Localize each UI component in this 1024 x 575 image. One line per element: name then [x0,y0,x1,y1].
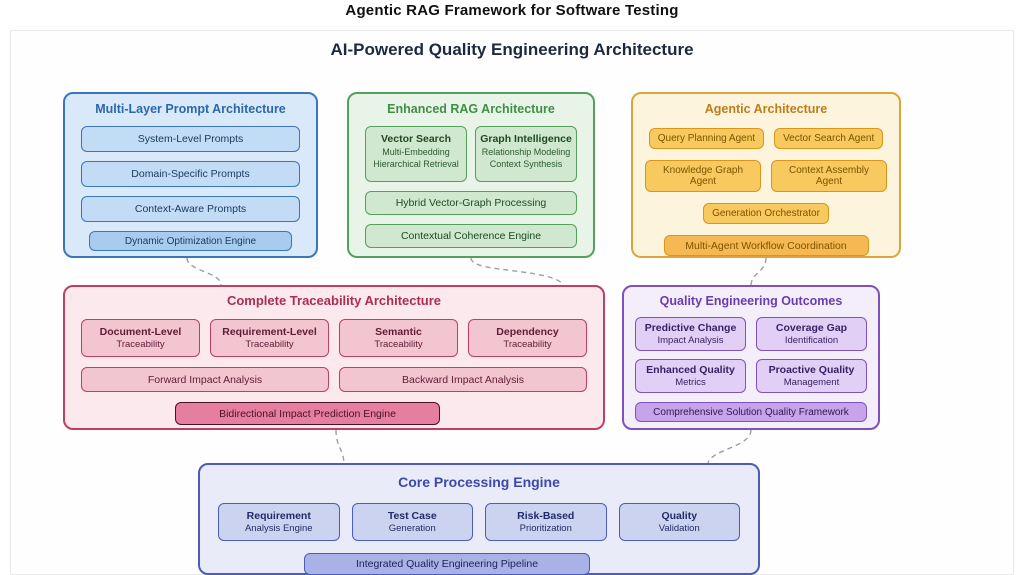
cell-title: Coverage Gap [775,321,848,334]
prompt-optimization-engine: Dynamic Optimization Engine [89,231,292,251]
traceability-cell-semantic: Semantic Traceability [339,319,458,357]
prompt-item-context-aware: Context-Aware Prompts [81,196,300,222]
outcome-coverage-gap: Coverage Gap Identification [756,317,867,351]
cell-title: Risk-Based [517,509,575,522]
panel-core-title: Core Processing Engine [398,474,560,490]
rag-graph-intelligence-card: Graph Intelligence Relationship Modeling… [475,126,577,182]
panel-prompt-architecture: Multi-Layer Prompt Architecture System-L… [63,92,318,258]
bidirectional-prediction-engine: Bidirectional Impact Prediction Engine [175,402,440,425]
vector-search-title: Vector Search [380,133,452,145]
core-cell-quality: Quality Validation [618,503,740,541]
panel-agentic-title: Agentic Architecture [704,102,828,116]
core-cell-requirement: Requirement Analysis Engine [218,503,340,541]
cell-sub: Traceability [503,338,552,350]
cell-sub: Validation [658,522,700,534]
agent-vector-search: Vector Search Agent [774,128,884,149]
vector-search-line2: Hierarchical Retrieval [373,159,459,169]
panel-outcomes-title: Quality Engineering Outcomes [659,294,843,308]
cell-title: Test Case [387,509,437,522]
diagram-title: AI-Powered Quality Engineering Architect… [330,40,694,59]
cell-title: Quality [661,509,698,522]
cell-title: Proactive Quality [768,363,855,376]
traceability-cells-row: Document-Level Traceability Requirement-… [81,319,587,357]
integrated-quality-pipeline: Integrated Quality Engineering Pipeline [304,553,590,575]
outcome-predictive-change: Predictive Change Impact Analysis [635,317,746,351]
cell-sub: Identification [784,334,839,346]
core-cell-risk-based: Risk-Based Prioritization [485,503,607,541]
forward-impact-analysis: Forward Impact Analysis [81,367,329,392]
rag-subcards-row: Vector Search Multi-Embedding Hierarchic… [365,126,577,182]
rag-coherence-engine: Contextual Coherence Engine [365,224,577,248]
cell-sub: Metrics [675,376,706,388]
rag-hybrid-processing: Hybrid Vector-Graph Processing [365,191,577,215]
rag-vector-search-card: Vector Search Multi-Embedding Hierarchic… [365,126,467,182]
cell-title: Requirement [246,509,311,522]
core-cell-test-case: Test Case Generation [351,503,473,541]
agent-query-planning: Query Planning Agent [648,128,765,149]
backward-impact-analysis: Backward Impact Analysis [339,367,587,392]
cell-sub: Management [783,376,840,388]
vector-search-line1: Multi-Embedding [382,147,450,157]
outcome-enhanced-quality: Enhanced Quality Metrics [635,359,746,393]
prompt-item-system-level: System-Level Prompts [81,126,300,152]
cell-sub: Generation [388,522,436,534]
graph-intelligence-title: Graph Intelligence [480,133,572,145]
panel-rag-architecture: Enhanced RAG Architecture Vector Search … [347,92,595,258]
traceability-cell-document: Document-Level Traceability [81,319,200,357]
cell-sub: Impact Analysis [657,334,724,346]
cell-title: Document-Level [99,325,182,338]
panel-agentic-architecture: Agentic Architecture Query Planning Agen… [631,92,901,258]
cell-sub: Traceability [374,338,423,350]
agent-row-2: Knowledge Graph Agent Context Assembly A… [645,160,887,192]
agentic-workflow-coordination: Multi-Agent Workflow Coordination [663,235,869,256]
cell-sub: Traceability [245,338,294,350]
agent-knowledge-graph: Knowledge Graph Agent [645,160,761,192]
agent-generation-orchestrator: Generation Orchestrator [703,203,829,224]
traceability-cell-dependency: Dependency Traceability [468,319,587,357]
panel-quality-outcomes: Quality Engineering Outcomes Predictive … [622,285,880,430]
core-cells-row: Requirement Analysis Engine Test Case Ge… [218,503,740,541]
prompt-item-domain-specific: Domain-Specific Prompts [81,161,300,187]
impact-analysis-row: Forward Impact Analysis Backward Impact … [81,367,587,392]
panel-prompt-title: Multi-Layer Prompt Architecture [95,102,286,116]
panel-rag-title: Enhanced RAG Architecture [387,102,555,116]
cell-title: Requirement-Level [222,325,317,338]
graph-intelligence-line1: Relationship Modeling [481,147,571,157]
cell-sub: Analysis Engine [244,522,313,534]
cell-title: Dependency [496,325,559,338]
cell-title: Enhanced Quality [646,363,735,376]
comprehensive-quality-framework: Comprehensive Solution Quality Framework [635,402,867,422]
agent-row-3: Generation Orchestrator [645,203,887,224]
agent-context-assembly: Context Assembly Agent [771,160,887,192]
cell-title: Semantic [375,325,422,338]
outcome-proactive-quality: Proactive Quality Management [756,359,867,393]
agent-row-1: Query Planning Agent Vector Search Agent [645,128,887,149]
cell-title: Predictive Change [644,321,737,334]
graph-intelligence-line2: Context Synthesis [489,159,563,169]
outcomes-grid: Predictive Change Impact Analysis Covera… [635,317,867,393]
traceability-cell-requirement: Requirement-Level Traceability [210,319,329,357]
cell-sub: Traceability [116,338,165,350]
page-title: Agentic RAG Framework for Software Testi… [345,2,679,19]
panel-traceability-architecture: Complete Traceability Architecture Docum… [63,285,605,430]
panel-traceability-title: Complete Traceability Architecture [226,293,442,308]
panel-core-processing-engine: Core Processing Engine Requirement Analy… [198,463,760,575]
cell-sub: Prioritization [519,522,572,534]
